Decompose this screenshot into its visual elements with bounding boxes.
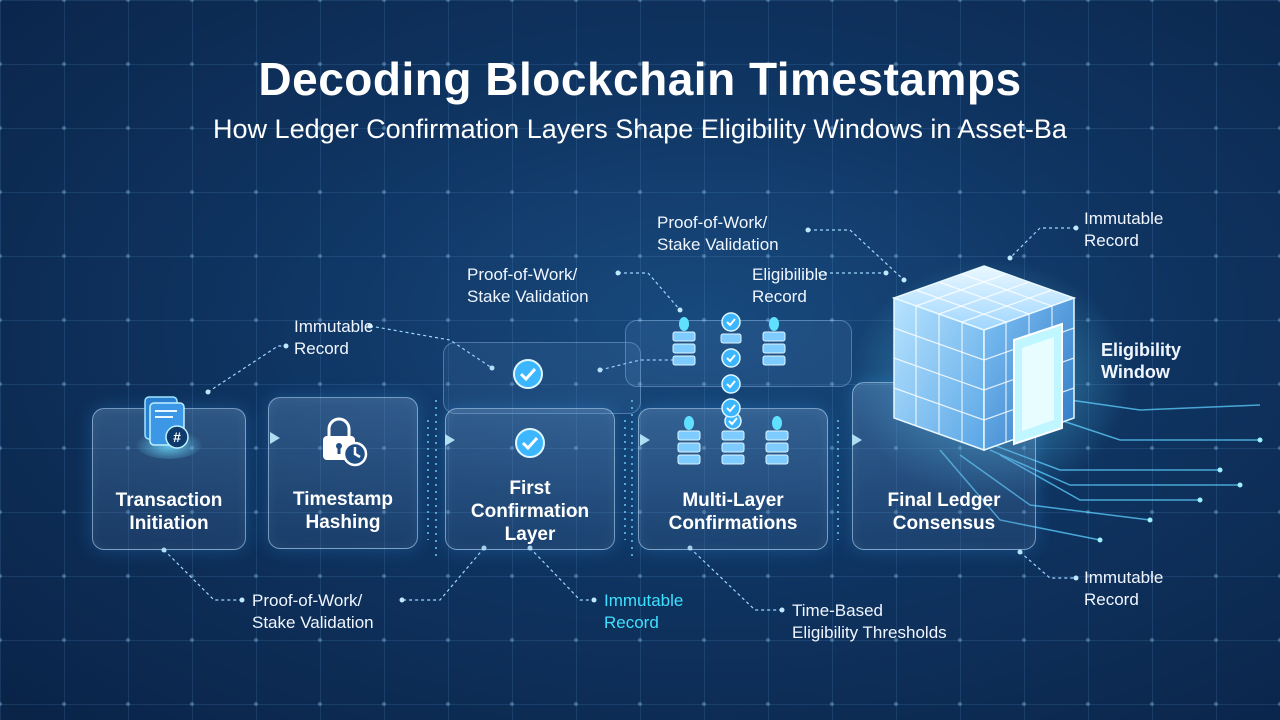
block-stack-icon xyxy=(677,413,789,465)
stage-card-transaction-initiation: # Transaction Initiation xyxy=(92,396,246,550)
svg-text:#: # xyxy=(173,429,181,445)
block-stack-icon xyxy=(672,312,786,418)
stage-card-final-ledger-consensus: Final Ledger Consensus xyxy=(852,382,1036,550)
check-circle-icon xyxy=(513,359,543,389)
annotation-immutable-bottom-cyan: Immutable Record xyxy=(604,591,684,632)
annotation-time-based: Time-Based Eligibility Thresholds xyxy=(792,601,947,642)
stage-label: Multi-Layer Confirmations xyxy=(668,490,798,534)
stage-card-first-confirmation-layer: First Confirmation Layer xyxy=(445,408,615,550)
lock-clock-icon xyxy=(323,417,368,467)
annotation-eligibilible-record: Eligibilible Record xyxy=(752,265,828,306)
document-hash-icon: # xyxy=(135,396,203,459)
stage-label: Final Ledger Consensus xyxy=(887,490,1001,534)
annotation-pow-bottom: Proof-of-Work/ Stake Validation xyxy=(252,591,374,632)
annotation-immutable-top-right: Immutable Record xyxy=(1084,209,1164,250)
flow-arrowheads xyxy=(270,432,862,446)
flow-arrows xyxy=(245,436,852,442)
annotation-immutable-top-left: Immutable Record xyxy=(294,317,374,358)
circuit-nodes xyxy=(1097,437,1263,543)
ledger-cube-icon xyxy=(891,265,1077,452)
stage-card-timestamp-hashing: Timestamp Hashing xyxy=(268,397,418,549)
check-chain xyxy=(720,312,742,418)
stage-label: First Confirmation Layer xyxy=(470,478,590,545)
annotation-pow-top-right: Proof-of-Work/ Stake Validation xyxy=(657,213,779,254)
check-circle-icon xyxy=(515,428,545,458)
stage-label: Timestamp Hashing xyxy=(293,489,393,533)
eligibility-window-portal xyxy=(1013,322,1063,446)
stage-label: Transaction Initiation xyxy=(115,490,223,534)
annotation-pow-top-mid: Proof-of-Work/ Stake Validation xyxy=(467,265,589,306)
page-title: Decoding Blockchain Timestamps xyxy=(258,53,1022,105)
page-subtitle: How Ledger Confirmation Layers Shape Eli… xyxy=(213,114,1067,144)
annotation-immutable-bottom-right: Immutable Record xyxy=(1084,568,1164,609)
stage-card-multi-layer-confirmations: Multi-Layer Confirmations xyxy=(638,408,828,550)
stream-dots xyxy=(427,400,839,560)
annotation-eligibility-window: Eligibility Window xyxy=(1101,340,1182,382)
leader-lines xyxy=(163,227,1076,611)
